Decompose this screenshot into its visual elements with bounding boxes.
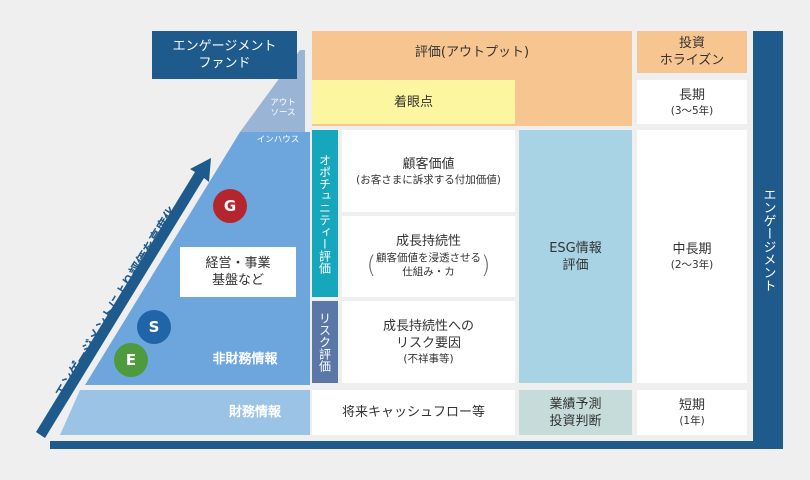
paren-left: ( bbox=[366, 251, 376, 279]
sustainability-main: 成長持続性 bbox=[395, 234, 461, 249]
sustainability-sub-group: ( 顧客価値を浸透させる 仕組み・カ ) bbox=[367, 250, 491, 280]
sustainability-cell: 成長持続性 ( 顧客価値を浸透させる 仕組み・カ ) bbox=[342, 216, 515, 297]
sustainability-sub1: 顧客価値を浸透させる bbox=[376, 252, 481, 264]
risk-factors-main2: リスク要因 bbox=[395, 336, 461, 351]
fund-label: エンゲージメント ファンド bbox=[152, 31, 297, 79]
non-financial-text: 非財務情報 bbox=[212, 351, 278, 367]
horizon-header-line1: 投資 bbox=[678, 36, 705, 51]
inhouse-label: インハウス bbox=[250, 132, 306, 148]
opportunity-text: オポチュニティー評価 bbox=[317, 153, 332, 274]
horizon-long-main: 長期 bbox=[678, 87, 705, 103]
bottom-bar bbox=[50, 441, 780, 449]
horizon-header-line2: ホライズン bbox=[659, 53, 725, 68]
horizon-short-main: 短期 bbox=[678, 398, 705, 413]
horizon-header: 投資 ホライズン bbox=[637, 31, 747, 73]
horizon-mid-main: 中長期 bbox=[672, 242, 712, 257]
horizon-mid-sub: (2〜3年) bbox=[670, 259, 714, 271]
risk-text: リスク評価 bbox=[317, 312, 332, 372]
sustainability-sub-lines: 顧客価値を浸透させる 仕組み・カ bbox=[376, 251, 481, 279]
cashflow-cell: 将来キャッシュフロー等 bbox=[312, 390, 515, 435]
financial-label: 財務情報 bbox=[205, 398, 305, 426]
customer-value-cell: 顧客価値 (お客さまに訴求する付加価値) bbox=[342, 130, 515, 212]
engagement-side-bar: エンゲージメント bbox=[753, 31, 783, 449]
governance-letter: G bbox=[223, 197, 237, 215]
paren-right: ) bbox=[481, 251, 491, 279]
focus-point-cell: 着眼点 bbox=[312, 80, 515, 124]
risk-factors-sub: (不祥事等) bbox=[403, 353, 454, 365]
horizon-short-cell: 短期 (1年) bbox=[637, 390, 747, 435]
horizon-long-sub: (3〜5年) bbox=[670, 104, 714, 117]
improvement-arrow bbox=[36, 158, 211, 438]
evaluation-header: 評価(アウトプット) bbox=[312, 31, 632, 73]
opportunity-label: オポチュニティー評価 bbox=[312, 130, 338, 297]
outsource-line1: アウト bbox=[270, 98, 296, 108]
forecast-line2: 投資判断 bbox=[549, 413, 602, 429]
forecast-line1: 業績予測 bbox=[549, 396, 602, 412]
risk-factors-cell: 成長持続性への リスク要因 (不祥事等) bbox=[342, 301, 515, 383]
customer-value-sub: (お客さまに訴求する付加価値) bbox=[356, 173, 501, 186]
inhouse-text: インハウス bbox=[256, 135, 300, 145]
esg-line1: ESG情報 bbox=[549, 240, 602, 256]
fund-label-line2: ファンド bbox=[198, 56, 251, 71]
customer-value-main: 顧客価値 bbox=[402, 156, 455, 172]
management-base-line2: 基盤など bbox=[211, 273, 264, 288]
focus-point-text: 着眼点 bbox=[393, 94, 433, 110]
esg-cell: ESG情報 評価 bbox=[519, 130, 632, 383]
engagement-side-text: エンゲージメント bbox=[760, 188, 776, 292]
sustainability-sub2: 仕組み・カ bbox=[402, 266, 455, 278]
environment-letter: E bbox=[125, 351, 137, 369]
non-financial-label: 非財務情報 bbox=[190, 346, 300, 372]
management-base-line1: 経営・事業 bbox=[205, 256, 271, 271]
forecast-cell: 業績予測 投資判断 bbox=[519, 390, 632, 435]
outsource-label: アウト ソース bbox=[262, 93, 304, 123]
environment-circle: E bbox=[114, 343, 148, 377]
risk-label: リスク評価 bbox=[312, 301, 338, 383]
cashflow-text: 将来キャッシュフロー等 bbox=[341, 405, 485, 420]
esg-line2: 評価 bbox=[562, 257, 589, 273]
horizon-mid-cell: 中長期 (2〜3年) bbox=[637, 130, 747, 383]
horizon-long-cell: 長期 (3〜5年) bbox=[637, 80, 747, 124]
horizon-short-sub: (1年) bbox=[679, 415, 705, 427]
evaluation-header-text: 評価(アウトプット) bbox=[414, 44, 530, 60]
social-circle: S bbox=[137, 310, 171, 344]
governance-circle: G bbox=[213, 189, 247, 223]
evaluation-lower-fill bbox=[519, 73, 632, 126]
financial-band bbox=[60, 390, 310, 435]
risk-factors-main1: 成長持続性への bbox=[382, 319, 474, 334]
outsource-line2: ソース bbox=[270, 108, 296, 118]
financial-text: 財務情報 bbox=[228, 404, 281, 420]
social-letter: S bbox=[148, 318, 160, 336]
management-base-box: 経営・事業 基盤など bbox=[180, 247, 296, 297]
fund-label-line1: エンゲージメント bbox=[172, 39, 277, 54]
